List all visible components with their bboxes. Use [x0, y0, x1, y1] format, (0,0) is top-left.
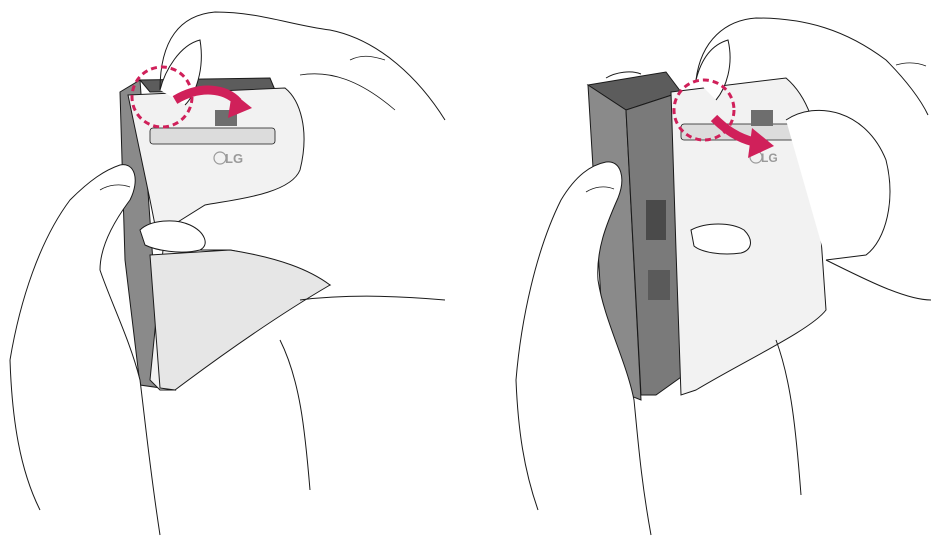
- lg-logo: LG: [225, 151, 243, 166]
- step-left-drawing: LG: [0, 0, 466, 539]
- step-right-drawing: LG: [466, 0, 933, 539]
- cover-slot: [150, 128, 275, 144]
- lg-logo: LG: [761, 151, 778, 165]
- step-panel-left: LG: [0, 0, 466, 539]
- step-panel-right: LG: [466, 0, 933, 539]
